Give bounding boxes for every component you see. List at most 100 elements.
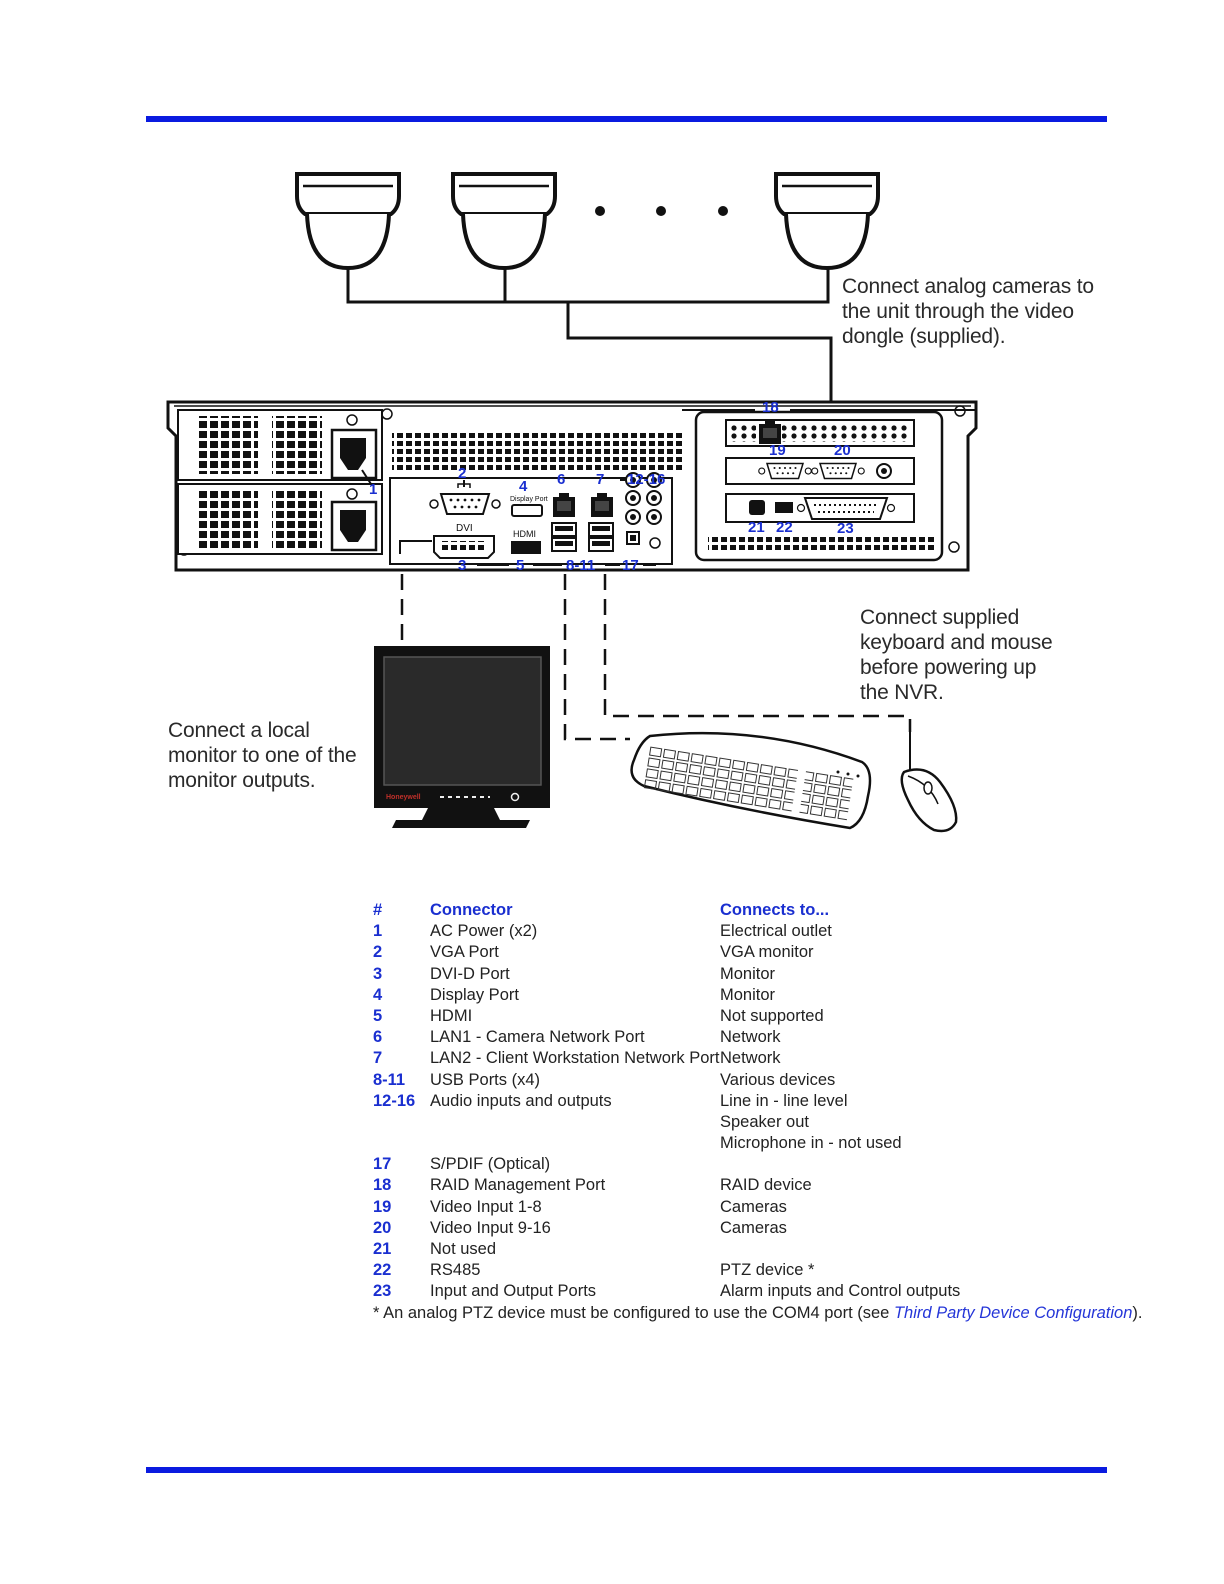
callout-22: 22 [776,519,793,536]
camera-n [774,172,880,270]
table-row: 20 Video Input 9-16 Cameras [373,1218,1133,1239]
cell-connector: Not used [430,1240,497,1258]
cell-connector: Video Input 1-8 [430,1197,542,1216]
cell-num: 2 [373,943,383,962]
hdmi-label: HDMI [513,529,536,539]
cell-num: 18 [373,1176,392,1195]
rs485-port-icon [775,502,793,513]
cell-connector: LAN2 - Client Workstation Network Port [430,1049,720,1068]
dvi-label: DVI [456,523,473,534]
callout-23: 23 [837,520,854,537]
table-row: 4 Display Port Monitor [373,985,1133,1006]
cell-num: 21 [373,1240,392,1258]
cell-connects-to: Alarm inputs and Control outputs [720,1282,961,1301]
footnote: * An analog PTZ device must be configure… [373,1304,1142,1323]
cell-connects-to: Not supported [720,1006,824,1025]
callout-4: 4 [519,478,528,495]
callout-2: 2 [458,465,466,482]
monitor-caption-line: Connect a local [168,719,310,742]
cell-num: 22 [373,1261,392,1280]
cell-num: 12-16 [373,1091,416,1110]
dvi-port-icon [433,535,495,559]
cell-connects-to: Microphone in - not used [720,1134,902,1153]
keyboard-caption-line: the NVR. [860,681,944,704]
cell-connector: Audio inputs and outputs [430,1091,612,1110]
callout-5: 5 [516,557,524,574]
keyboard-illustration [630,731,872,830]
table-row: 19 Video Input 1-8 Cameras [373,1197,1133,1218]
callout-7: 7 [596,471,604,488]
cell-connector: Display Port [430,985,519,1004]
table-header-row: # Connector Connects to... [373,900,1133,921]
keyboard-caption-line: keyboard and mouse [860,631,1053,654]
monitor-illustration: Honeywell [374,646,550,828]
callout-numbers: 1 2 3 4 5 6 7 8-11 12-16 17 18 19 20 21 … [369,399,854,574]
ellipsis-dots [595,206,728,216]
third-party-config-link[interactable]: Third Party Device Configuration [893,1304,1133,1322]
table-row: 1 AC Power (x2) Electrical outlet [373,921,1133,942]
cell-num: 7 [373,1049,383,1068]
not-used-port-icon [749,500,765,515]
cell-num: 5 [373,1006,383,1025]
table-row: Speaker out [373,1112,1133,1133]
header-num: # [373,901,383,919]
footnote-text-end: ). [1132,1304,1143,1322]
cell-connector: USB Ports (x4) [430,1070,541,1089]
power-supply-1 [177,409,383,481]
cell-connector: DVI-D Port [430,964,510,983]
cell-connector: S/PDIF (Optical) [430,1155,551,1174]
camera-1 [295,172,401,270]
table-row: 5 HDMI Not supported [373,1006,1133,1027]
callout-19: 19 [769,442,786,459]
cell-num: 8-11 [373,1070,406,1089]
table-row: 22 RS485 PTZ device * [373,1260,1133,1281]
cell-connects-to: Cameras [720,1197,787,1216]
monitor-brand-logo: Honeywell [386,794,421,801]
callout-18: 18 [762,399,779,416]
cell-connects-to: Network [720,1049,781,1068]
cell-connects-to: Line in - line level [720,1091,848,1110]
cell-connector: HDMI [430,1006,473,1025]
cell-connector: Video Input 9-16 [430,1218,551,1237]
cell-connects-to: Speaker out [720,1112,809,1131]
camera-caption: Connect analog cameras to the unit throu… [842,274,1094,349]
cell-num: 4 [373,985,383,1004]
cell-connects-to: Electrical outlet [720,922,832,941]
cell-num: 6 [373,1028,383,1047]
callout-3: 3 [458,557,466,574]
camera-caption-line: the unit through the video [842,300,1074,323]
monitor-caption: Connect a local monitor to one of the mo… [168,718,357,793]
callout-12-16: 12-16 [627,471,665,488]
nvr-connection-diagram: DVI Display Port HDMI [166,172,978,833]
nvr-rear-panel: DVI Display Port HDMI [166,400,978,572]
cell-num: 20 [373,1218,392,1237]
monitor-caption-line: monitor outputs. [168,769,316,792]
mouse-illustration [900,732,958,833]
callout-20: 20 [834,442,851,459]
callout-8-11: 8-11 [566,557,595,574]
camera-caption-line: dongle (supplied). [842,325,1006,348]
keyboard-caption-line: Connect supplied [860,606,1020,629]
cell-connector: RS485 [430,1261,481,1280]
cell-connects-to: Cameras [720,1218,787,1237]
bottom-rule [146,1467,1107,1473]
cell-connects-to: PTZ device * [720,1261,815,1280]
connector-table: # Connector Connects to... 1 AC Power (x2… [373,900,1133,1303]
cell-connector: AC Power (x2) [430,922,538,941]
cell-connects-to: Monitor [720,964,776,983]
cell-connects-to: Monitor [720,985,776,1004]
cell-connects-to: VGA monitor [720,943,814,962]
cell-num: 19 [373,1197,392,1216]
cell-num: 1 [373,922,383,941]
displayport-icon [511,504,543,517]
monitor-caption-line: monitor to one of the [168,744,357,767]
io-port-icon [796,497,896,520]
power-supply-2 [177,483,383,555]
camera-caption-line: Connect analog cameras to [842,275,1094,298]
